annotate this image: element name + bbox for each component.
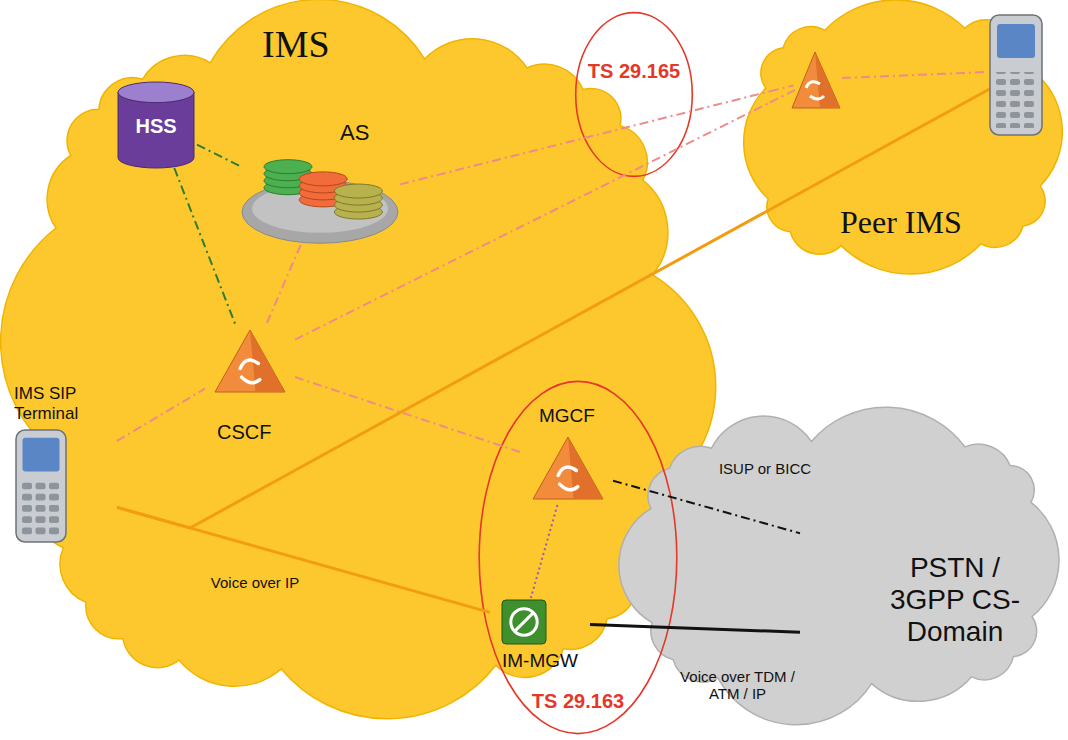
node-label: CSCF (217, 421, 271, 444)
node-label: PSTN / 3GPP CS-Domain (885, 552, 1025, 649)
cloud-outline (0, 5, 706, 723)
node-label: AS (340, 120, 369, 145)
spec-ellipse: MGCF IM-MGW TS 29.163 (478, 380, 678, 735)
phone-icon (16, 430, 66, 542)
pstn-cloud: PSTN / 3GPP CS-Domain (800, 440, 1068, 702)
connector-label: Voice over IP (200, 574, 310, 591)
hss-database: HSS (118, 82, 197, 168)
node-label: IMS SIP Terminal (14, 384, 114, 423)
db-icon (240, 158, 400, 245)
tri-icon (215, 330, 285, 392)
mgcf-node: MGCF (523, 405, 613, 505)
ellipse-outline (575, 12, 693, 177)
node-label: MGCF (539, 405, 595, 427)
spec-ellipse: TS 29.165 (575, 12, 693, 177)
mgw-icon (502, 600, 546, 644)
sip-terminal: IMS SIP Terminal (8, 384, 117, 546)
peer-phone-icon (990, 15, 1042, 135)
tri-icon (533, 437, 603, 499)
node-label: HSS (118, 115, 194, 138)
node-label: TS 29.165 (584, 60, 684, 83)
connector-label: Voice over TDM / ATM / IP (680, 668, 795, 703)
node-label: Peer IMS (840, 204, 962, 241)
node-label: IM-MGW (500, 650, 580, 672)
ellipse-outline (478, 380, 678, 735)
cscf-node: CSCF (205, 325, 295, 450)
node-label: TS 29.163 (523, 690, 633, 713)
peer-ims-cloud: Peer IMS (770, 8, 1068, 266)
connector-label: ISUP or BICC (705, 460, 825, 477)
node-label: IMS (262, 23, 330, 67)
ims-cloud: HSS AS IMS SIP TerminalCSCF MGCF IM-MGW TS 29… (0, 5, 706, 723)
application-server: AS (240, 120, 400, 245)
media-gateway: IM-MGW (490, 598, 590, 676)
